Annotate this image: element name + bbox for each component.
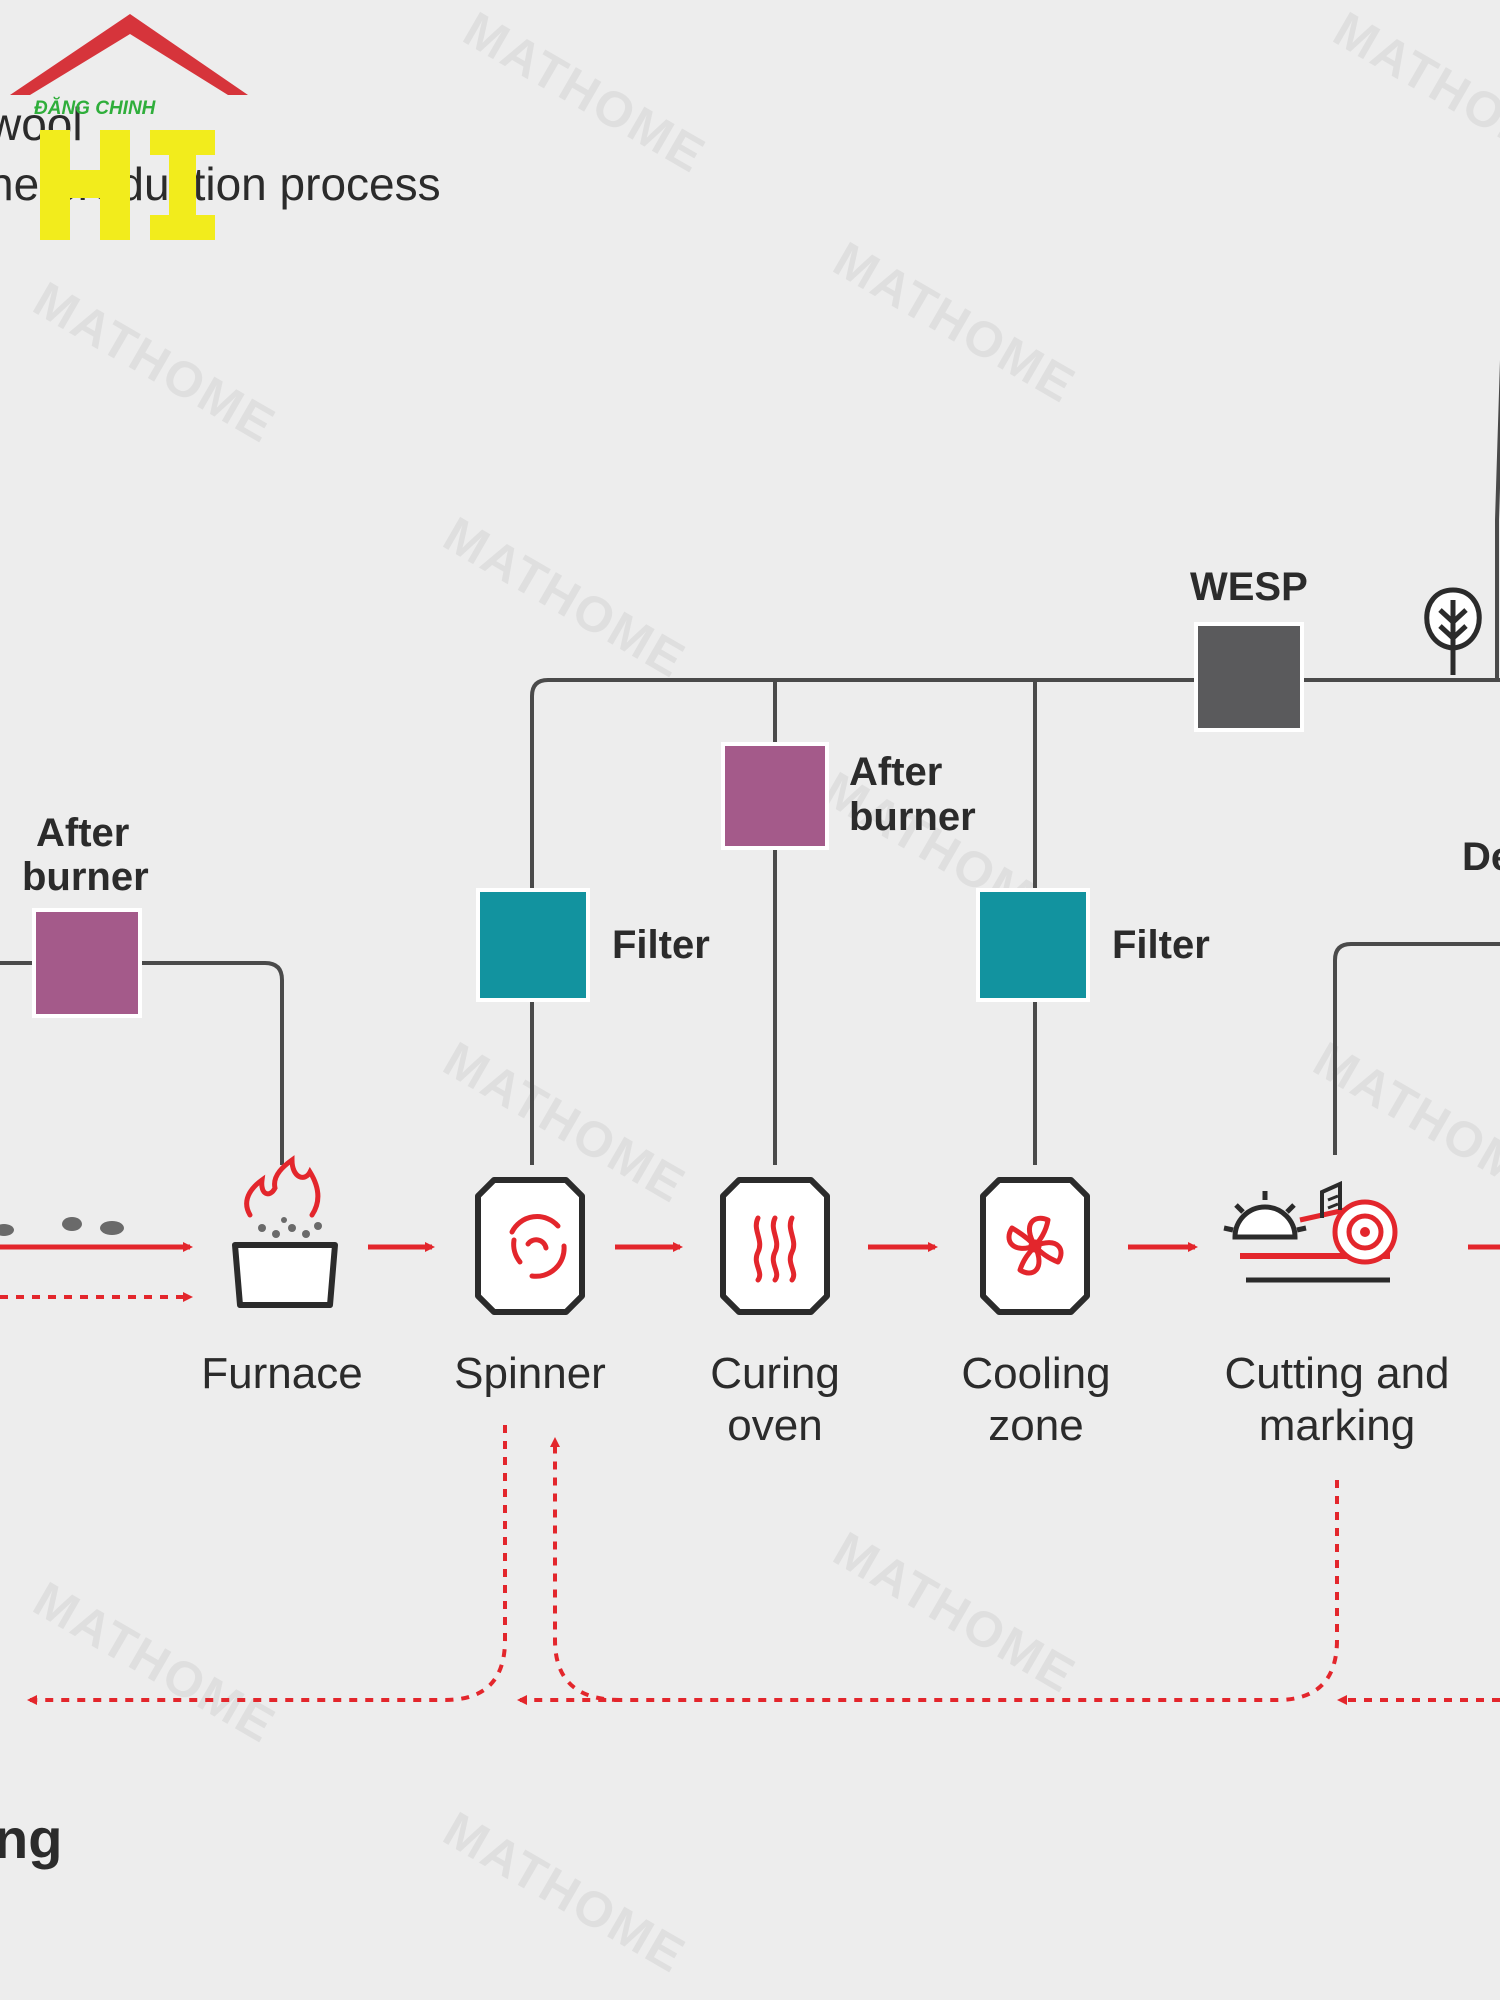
after-burner-mid-label-1: After [849, 750, 942, 794]
step-label-cutting-marking-1: Cutting and [1224, 1349, 1449, 1398]
watermark: MATHOME [1325, 1, 1500, 184]
step-label-furnace: Furnace [201, 1349, 362, 1398]
cutting-marking-icon [1223, 1180, 1398, 1283]
filter-right-label: Filter [1112, 923, 1210, 967]
wesp-unit [1194, 622, 1304, 732]
watermark: MATHOME [25, 1571, 286, 1754]
after-burner-left-label-2: burner [22, 855, 149, 899]
after-burner-mid-unit [721, 742, 829, 850]
watermark: MATHOME [825, 231, 1086, 414]
logo-roof-icon [10, 14, 248, 95]
step-label-spinner: Spinner [454, 1349, 606, 1398]
step-label-cooling-zone-1: Cooling [961, 1349, 1110, 1398]
furnace-icon [232, 1155, 338, 1308]
tree-icon [1424, 587, 1482, 675]
after-burner-mid-label-2: burner [849, 795, 976, 839]
watermark: MATHOME [825, 1521, 1086, 1704]
filter-right-unit [976, 888, 1090, 1002]
logo-letters [40, 130, 215, 240]
raw-material-icon [0, 1217, 124, 1236]
curing-oven-icon [720, 1177, 830, 1315]
duct-lines [0, 359, 1500, 1165]
step-label-curing-oven-2: oven [727, 1401, 822, 1450]
logo-text: ĐĂNG CHINH [34, 97, 157, 119]
step-label-cutting-marking-2: marking [1259, 1401, 1416, 1450]
watermark: MATHOME [455, 1, 716, 184]
watermarks: MATHOME MATHOME MATHOME MATHOME MATHOME … [25, 1, 1500, 1984]
step-label-cooling-zone-2: zone [988, 1401, 1083, 1450]
logo: ĐĂNG CHINH [10, 14, 248, 240]
cooling-zone-icon [980, 1177, 1090, 1315]
step-label-curing-oven-1: Curing [710, 1349, 840, 1398]
watermark: MATHOME [25, 271, 286, 454]
after-burner-left-label-1: After [36, 811, 129, 855]
watermark: MATHOME [435, 506, 696, 689]
footer-partial-word: ng [0, 1807, 62, 1870]
filter-left-unit [476, 888, 590, 1002]
wesp-label: WESP [1190, 565, 1308, 609]
after-burner-left-unit [32, 908, 142, 1018]
watermark: MATHOME [435, 1801, 696, 1984]
spinner-icon [475, 1177, 585, 1315]
recycle-flow-bottom [27, 1425, 1500, 1705]
partial-unit-label: De [1462, 835, 1500, 879]
filter-left-label: Filter [612, 923, 710, 967]
